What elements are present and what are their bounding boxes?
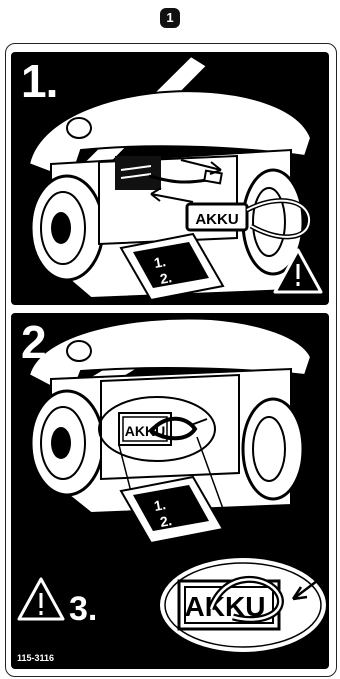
mower-illustration-1: AKKU 1. 2. bbox=[11, 52, 329, 305]
connector-socket bbox=[115, 156, 161, 190]
mower-illustration-2: AKKU 1. 2. AKKU 3. bbox=[11, 313, 329, 669]
panel-step-1: AKKU 1. 2. 1. bbox=[11, 52, 329, 305]
handle-knob bbox=[67, 118, 91, 138]
step-number-2: 2. bbox=[21, 315, 57, 369]
step-badge: 1 bbox=[160, 8, 180, 28]
handle-knob bbox=[67, 341, 91, 361]
part-number: 115-3116 bbox=[17, 653, 54, 663]
panel-step-2: AKKU 1. 2. AKKU 3. 2. 115-3116 bbox=[11, 313, 329, 669]
step-number-1: 1. bbox=[21, 54, 57, 108]
step-number-3: 3. bbox=[69, 590, 97, 628]
battery-label: AKKU bbox=[195, 211, 238, 228]
